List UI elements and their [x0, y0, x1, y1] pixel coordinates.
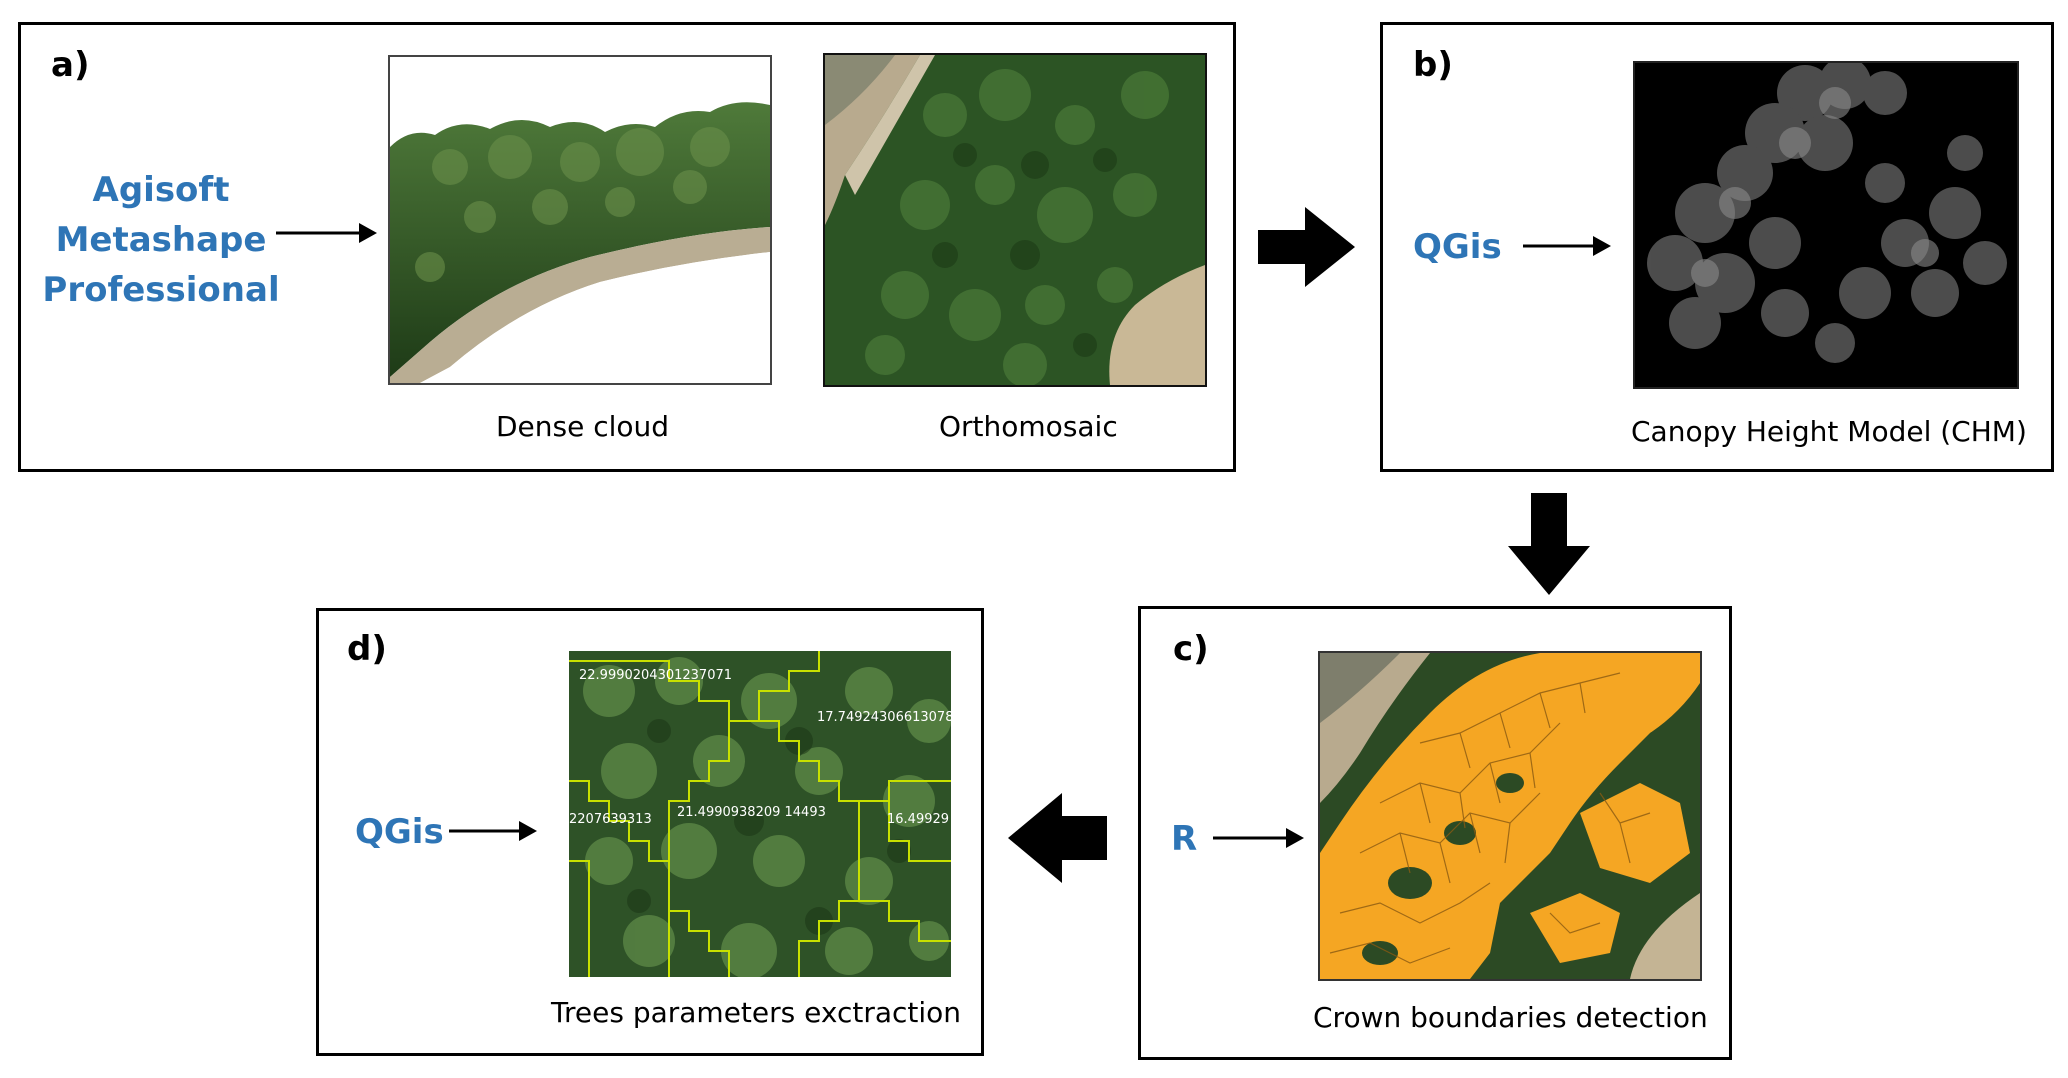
agisoft-tool-label: Agisoft Metashape Professional: [41, 165, 281, 315]
tool-line-3: Professional: [42, 270, 280, 310]
overlay-value-3: 2207639313: [569, 812, 652, 827]
dense-cloud-caption: Dense cloud: [496, 410, 670, 443]
panel-a: a) Agisoft Metashape Professional: [18, 22, 1236, 472]
r-tool-label: R: [1171, 819, 1198, 859]
chm-image: [1633, 61, 2019, 389]
overlay-value-4: 21.4990938209 14493: [677, 805, 826, 820]
chm-caption: Canopy Height Model (CHM): [1631, 415, 2027, 448]
arrow-c-to-d: [1008, 793, 1107, 883]
qgis-tool-label-d: QGis: [355, 812, 444, 852]
panel-d-arrow: [449, 821, 537, 841]
panel-c-arrow: [1213, 828, 1304, 848]
tool-line-1: Agisoft: [92, 170, 230, 210]
dense-cloud-image: [388, 55, 772, 385]
qgis-tool-label: QGis: [1413, 227, 1502, 267]
overlay-value-2: 17.74924306613078: [817, 710, 951, 725]
panel-b-label: b): [1413, 45, 1453, 85]
arrow-a-to-b: [1258, 207, 1355, 287]
panel-d-label: d): [347, 629, 387, 669]
panel-c-label: c): [1173, 629, 1209, 669]
panel-b-arrow: [1523, 236, 1611, 256]
panel-c: c) R: [1138, 606, 1732, 1060]
crown-boundaries-image: [1318, 651, 1702, 981]
panel-a-label: a): [51, 45, 90, 85]
tool-line-2: Metashape: [55, 220, 267, 260]
panel-d: d) QGis: [316, 608, 984, 1056]
panel-b: b) QGis Canopy Height Model (CHM): [1380, 22, 2054, 472]
overlay-value-5: 16.49929: [887, 812, 949, 827]
crown-caption: Crown boundaries detection: [1313, 1001, 1708, 1034]
tree-params-caption: Trees parameters exctraction: [551, 996, 962, 1029]
orthomosaic-caption: Orthomosaic: [939, 410, 1118, 443]
panel-a-arrow: [276, 223, 377, 243]
overlay-value-1: 22.9990204301237071: [579, 668, 732, 683]
tree-parameters-image: 22.9990204301237071 17.74924306613078 22…: [569, 651, 951, 977]
orthomosaic-image: [823, 53, 1207, 387]
arrow-b-to-c: [1508, 493, 1590, 595]
